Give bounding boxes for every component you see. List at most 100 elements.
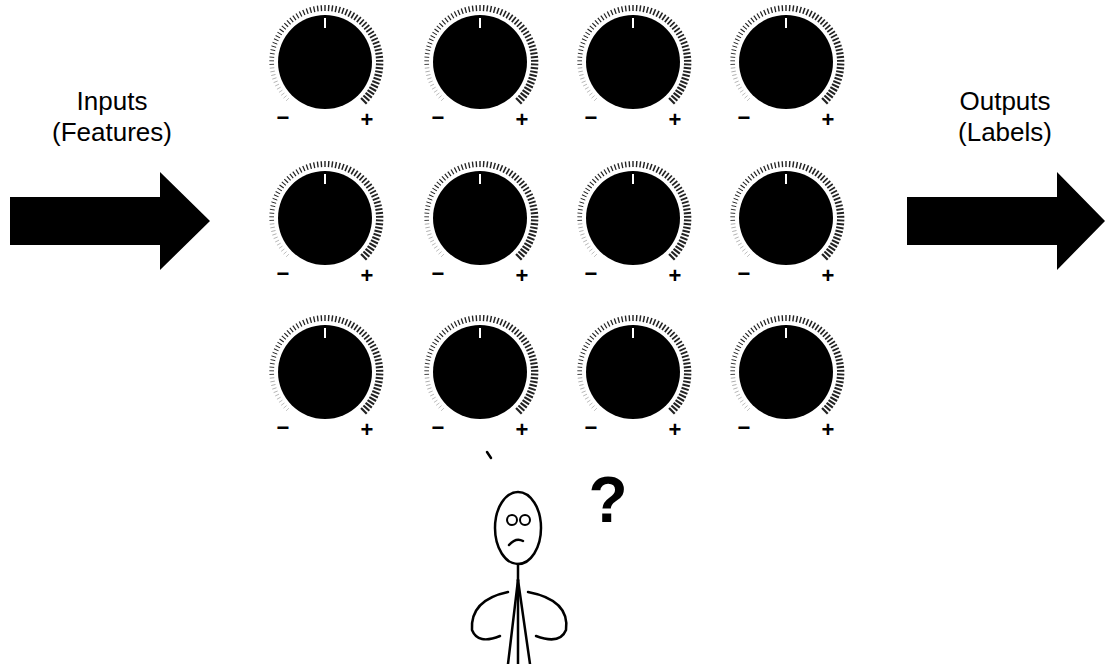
- scale-tick: [832, 84, 839, 87]
- scale-tick: [275, 84, 279, 86]
- scale-tick: [270, 53, 275, 55]
- scale-tick: [361, 254, 367, 260]
- scale-tick: [519, 335, 524, 339]
- scale-tick: [465, 163, 467, 169]
- scale-tick: [833, 81, 840, 84]
- scale-tick: [781, 161, 783, 167]
- scale-tick: [607, 168, 610, 173]
- scale-tick: [271, 206, 276, 207]
- scale-tick: [432, 188, 436, 191]
- scale-tick: [475, 161, 477, 167]
- scale-tick: [733, 78, 737, 79]
- scale-tick: [829, 187, 835, 191]
- scale-tick: [287, 176, 291, 180]
- scale-tick: [830, 87, 837, 91]
- scale-tick: [371, 394, 378, 397]
- scale-tick: [800, 163, 802, 169]
- scale-tick: [526, 348, 532, 351]
- scale-tick: [751, 174, 754, 178]
- scale-tick: [837, 60, 844, 62]
- scale-tick: [589, 249, 592, 251]
- scale-tick: [430, 240, 434, 242]
- scale-tick: [436, 249, 439, 251]
- scale-tick: [778, 162, 780, 168]
- scale-tick: [425, 363, 430, 365]
- scale-tick: [526, 84, 533, 87]
- scale-tick: [306, 8, 308, 13]
- scale-tick: [579, 202, 584, 203]
- scale-tick: [735, 391, 739, 393]
- scale-tick: [314, 6, 315, 12]
- scale-tick: [754, 16, 757, 21]
- scale-tick: [679, 84, 686, 87]
- knob-pointer: [324, 328, 326, 338]
- scale-tick: [362, 178, 367, 183]
- scale-tick: [732, 202, 737, 203]
- knob-pointer: [324, 174, 326, 184]
- scale-tick: [439, 333, 443, 337]
- scale-tick: [581, 42, 586, 44]
- scale-tick: [775, 6, 776, 12]
- knob-body: [278, 171, 372, 265]
- scale-tick: [339, 317, 341, 323]
- scale-tick: [836, 209, 843, 210]
- scale-tick: [445, 174, 448, 178]
- scale-tick: [310, 163, 312, 169]
- scale-tick: [743, 182, 747, 185]
- scale-tick: [577, 370, 582, 371]
- scale-tick: [369, 87, 376, 91]
- scale-tick: [269, 216, 274, 217]
- scale-tick: [425, 209, 430, 211]
- scale-tick: [738, 397, 742, 399]
- plus-sign: +: [516, 109, 529, 131]
- scale-tick: [271, 356, 276, 357]
- scale-tick: [585, 243, 589, 245]
- scale-tick: [622, 162, 623, 168]
- scale-tick: [837, 366, 844, 369]
- scale-tick: [371, 84, 378, 87]
- scale-tick: [494, 163, 496, 169]
- scale-tick: [434, 90, 437, 92]
- plus-sign: +: [361, 419, 374, 441]
- scale-tick: [441, 254, 444, 257]
- scale-tick: [639, 5, 641, 11]
- scale-tick: [276, 191, 280, 193]
- knob-pointer: [479, 18, 481, 28]
- scale-tick: [751, 18, 754, 22]
- scale-tick: [271, 46, 276, 47]
- scale-tick: [588, 185, 592, 188]
- scale-tick: [271, 384, 275, 385]
- scale-tick: [425, 377, 430, 379]
- scale-tick: [830, 243, 837, 247]
- minus-sign: −: [432, 107, 445, 129]
- scale-tick: [437, 182, 441, 185]
- scale-tick: [584, 345, 588, 347]
- scale-tick: [424, 64, 429, 65]
- scale-tick: [829, 90, 836, 94]
- scale-tick: [345, 319, 347, 325]
- scale-tick: [792, 161, 794, 167]
- scale-tick: [364, 25, 369, 29]
- scale-tick: [669, 408, 675, 414]
- scale-tick: [523, 31, 529, 35]
- scale-tick: [582, 391, 586, 393]
- scale-tick: [500, 319, 502, 325]
- scale-tick: [269, 57, 274, 58]
- scale-tick: [531, 370, 538, 372]
- scale-tick: [529, 234, 536, 236]
- scale-tick: [435, 339, 439, 342]
- scale-tick: [682, 230, 689, 232]
- knob-body: [278, 15, 372, 109]
- scale-tick: [521, 338, 527, 342]
- scale-tick: [506, 13, 509, 19]
- scale-tick: [820, 19, 824, 24]
- scale-tick: [837, 63, 844, 65]
- scale-tick: [659, 323, 662, 329]
- scale-tick: [653, 9, 655, 15]
- scale-tick: [732, 74, 736, 75]
- scale-tick: [348, 11, 351, 17]
- knob-pointer: [785, 18, 787, 28]
- knob-body: [739, 325, 833, 419]
- scale-tick: [737, 191, 741, 193]
